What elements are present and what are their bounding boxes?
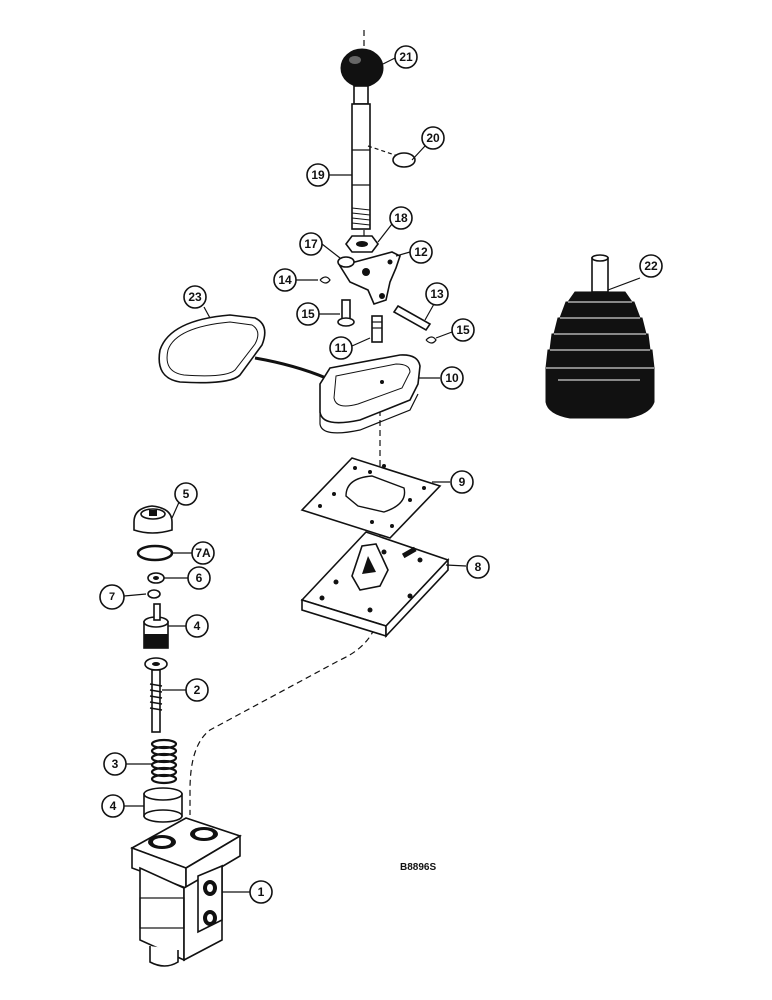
callout-15-upper: 14 xyxy=(273,268,297,292)
svg-text:5: 5 xyxy=(183,487,190,501)
svg-text:1: 1 xyxy=(258,885,265,899)
leader-lines xyxy=(123,57,641,893)
callout-16: 15 xyxy=(296,302,320,326)
callout-17: 17 xyxy=(299,232,323,256)
callout-23: 23 xyxy=(183,285,207,309)
callout-1: 1 xyxy=(249,880,273,904)
svg-text:18: 18 xyxy=(394,211,408,225)
svg-text:22: 22 xyxy=(644,259,658,273)
svg-text:7A: 7A xyxy=(195,546,211,560)
small-nut-part xyxy=(147,572,165,584)
callout-21: 22 xyxy=(639,254,663,278)
svg-text:3: 3 xyxy=(112,757,119,771)
svg-text:15: 15 xyxy=(456,323,470,337)
lever-shaft-part xyxy=(351,85,399,230)
callout-15-lower: 15 xyxy=(451,318,475,342)
callout-3: 3 xyxy=(103,752,127,776)
pivot-bracket-part xyxy=(338,251,401,305)
spring-part xyxy=(150,738,178,785)
cap-part xyxy=(133,505,173,534)
callout-9: 8 xyxy=(466,555,490,579)
rubber-boot-part xyxy=(545,254,655,419)
svg-text:2: 2 xyxy=(194,683,201,697)
svg-text:13: 13 xyxy=(430,287,444,301)
knob-part xyxy=(340,48,384,88)
callout-2: 2 xyxy=(185,678,209,702)
callout-10: 9 xyxy=(450,470,474,494)
callout-18: 18 xyxy=(389,206,413,230)
callout-7a: 7 xyxy=(99,584,125,610)
svg-text:15: 15 xyxy=(301,307,315,321)
set-screw-part xyxy=(371,315,383,343)
callout-7: 6 xyxy=(187,566,211,590)
boot-seal-ring-part xyxy=(158,314,266,384)
bushing-part xyxy=(143,787,183,823)
plunger-part xyxy=(143,603,169,649)
ring-washer-part xyxy=(392,152,416,168)
callout-14: 13 xyxy=(425,282,449,306)
retaining-clip-part-upper xyxy=(319,276,331,284)
callout-13: 12 xyxy=(409,240,433,264)
callout-20: 20 xyxy=(421,126,445,150)
housing-cup-part xyxy=(319,354,421,434)
callout-19: 19 xyxy=(306,163,330,187)
small-washer-part xyxy=(337,256,355,268)
callout-8: 7A xyxy=(191,541,215,565)
svg-text:19: 19 xyxy=(311,168,325,182)
valve-stem-part xyxy=(144,657,168,733)
svg-text:4: 4 xyxy=(194,619,201,633)
svg-text:21: 21 xyxy=(399,50,413,64)
svg-text:12: 12 xyxy=(414,245,428,259)
callout-4: 4 xyxy=(101,794,125,818)
hex-nut-part xyxy=(345,235,379,253)
svg-text:4: 4 xyxy=(110,799,117,813)
svg-text:10: 10 xyxy=(445,371,459,385)
callout-5: 5 xyxy=(174,482,198,506)
svg-text:17: 17 xyxy=(304,237,318,251)
svg-text:23: 23 xyxy=(188,290,202,304)
callout-6: 4 xyxy=(185,614,209,638)
svg-text:11: 11 xyxy=(335,341,348,355)
svg-text:8: 8 xyxy=(475,560,482,574)
lock-washer-part xyxy=(147,589,161,599)
gasket-plate-part xyxy=(300,457,442,539)
pin-part xyxy=(392,304,432,332)
callout-12: 11 xyxy=(329,336,353,360)
callout-11: 10 xyxy=(440,366,464,390)
connector-wire xyxy=(254,356,327,380)
svg-text:6: 6 xyxy=(196,571,203,585)
bolt-part xyxy=(337,299,355,327)
valve-body-part xyxy=(130,817,242,967)
drawing-reference-code: B8896S xyxy=(400,862,436,873)
svg-text:9: 9 xyxy=(459,475,466,489)
svg-text:7: 7 xyxy=(109,591,115,603)
callout-22: 21 xyxy=(394,45,418,69)
svg-text:14: 14 xyxy=(278,273,292,287)
svg-text:20: 20 xyxy=(426,131,440,145)
o-ring-part xyxy=(136,544,174,562)
retaining-clip-part-lower xyxy=(425,336,437,344)
mounting-plate-part xyxy=(300,531,450,639)
